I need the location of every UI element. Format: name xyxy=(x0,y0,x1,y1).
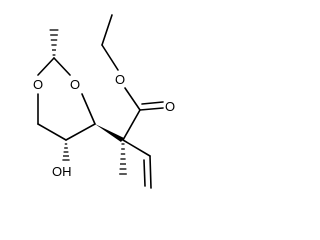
bond-c2-o-left xyxy=(37,57,55,76)
bond-c5-c4 xyxy=(65,123,96,141)
bond-c4-o-right xyxy=(81,93,96,125)
atom-hydroxyl: OH xyxy=(52,164,72,179)
bond-vinyl-double-2 xyxy=(143,159,146,187)
hashed-bond-c2-methyl xyxy=(49,29,59,56)
bond-ch2-ch3 xyxy=(101,14,113,46)
atom-o-ring-left: O xyxy=(33,77,43,92)
bond-cq-vinyl-ch xyxy=(122,139,151,157)
wedge-bond-c4-cq xyxy=(95,124,124,142)
structure-diagram: O O O O OH xyxy=(33,14,175,189)
bond-cq-carbonyl-c xyxy=(122,109,141,141)
bond-carbonyl-double-1 xyxy=(139,107,164,111)
bond-c2-o-right xyxy=(53,57,71,76)
hashed-bond-cq-methyl xyxy=(119,143,127,175)
atom-o-ring-right: O xyxy=(70,77,80,92)
atom-o-ester: O xyxy=(115,72,125,87)
bond-o-ester-ch2 xyxy=(101,44,119,71)
hashed-bond-c5-hydroxyl xyxy=(62,143,70,161)
bond-carbonyl-c-o-ester xyxy=(124,87,141,111)
bond-vinyl-double-1 xyxy=(149,155,152,189)
atom-o-carbonyl: O xyxy=(165,99,175,114)
bond-ch2-c5 xyxy=(37,123,67,141)
bond-carbonyl-double-2 xyxy=(141,101,164,105)
